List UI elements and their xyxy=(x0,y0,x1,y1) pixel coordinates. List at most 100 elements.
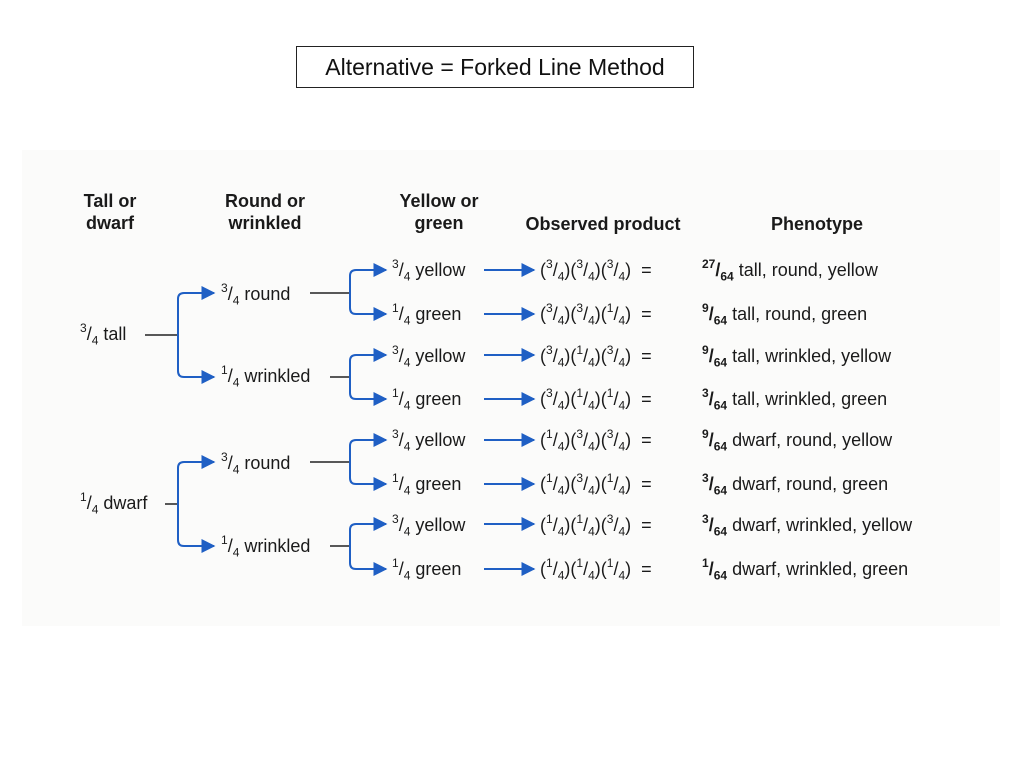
frac-den: 4 xyxy=(91,502,99,517)
header-phenotype: Phenotype xyxy=(770,214,863,234)
phenotype-label: tall, round, green xyxy=(732,304,868,324)
frac-den: 4 xyxy=(588,269,595,284)
frac-den: 4 xyxy=(618,398,626,413)
frac-num: 1 xyxy=(392,386,399,400)
frac-den: 64 xyxy=(713,483,728,498)
frac-num: 1 xyxy=(576,343,584,357)
frac-num: 3 xyxy=(702,471,709,485)
branch-arrow xyxy=(349,348,388,377)
header-line: dwarf xyxy=(85,213,134,233)
header-line: Yellow or xyxy=(399,191,479,211)
frac-den: 4 xyxy=(588,313,595,328)
frac-den: 4 xyxy=(557,439,565,454)
frac-den: 64 xyxy=(713,568,728,583)
equals-sign: = xyxy=(641,346,652,366)
phenotype-label: dwarf, wrinkled, yellow xyxy=(732,515,913,535)
phenotype: 3/64 tall, wrinkled, green xyxy=(702,386,888,413)
node-label: dwarf xyxy=(103,493,148,513)
page-title: Alternative = Forked Line Method xyxy=(296,46,694,88)
frac-num: 1 xyxy=(576,386,584,400)
observed-product: (1/4)(3/4)(3/4) = xyxy=(540,427,652,454)
frac-num: 1 xyxy=(606,301,614,315)
frac-num: 1 xyxy=(546,427,553,441)
phenotype-label: tall, wrinkled, yellow xyxy=(732,346,892,366)
frac-den: 4 xyxy=(618,439,626,454)
node-yellow: 3/4 yellow xyxy=(392,512,466,539)
frac-den: 4 xyxy=(232,462,240,477)
frac-den: 4 xyxy=(403,524,411,539)
observed-product: (3/4)(1/4)(1/4) = xyxy=(540,386,652,413)
frac-den: 4 xyxy=(403,313,411,328)
frac-num: 3 xyxy=(702,512,709,526)
equals-sign: = xyxy=(641,260,652,280)
branch-arrow xyxy=(349,433,388,462)
node-label: wrinkled xyxy=(244,366,311,386)
frac-num: 3 xyxy=(392,343,399,357)
frac-num: 1 xyxy=(546,556,553,570)
frac-num: 3 xyxy=(606,427,614,441)
node-green: 1/4 green xyxy=(392,471,462,498)
node-green: 1/4 green xyxy=(392,301,462,328)
frac-den: 4 xyxy=(232,293,240,308)
equals-sign: = xyxy=(641,304,652,324)
frac-num: 3 xyxy=(392,427,399,441)
frac-den: 64 xyxy=(713,398,728,413)
node-label: round xyxy=(244,453,291,473)
frac-den: 4 xyxy=(588,483,595,498)
equals-sign: = xyxy=(641,515,652,535)
frac-den: 4 xyxy=(618,483,626,498)
frac-num: 1 xyxy=(221,533,228,547)
frac-den: 4 xyxy=(588,355,595,370)
frac-num: 3 xyxy=(606,343,614,357)
frac-num: 1 xyxy=(80,490,87,504)
frac-den: 64 xyxy=(713,313,728,328)
frac-den: 4 xyxy=(618,355,626,370)
phenotype-label: tall, round, yellow xyxy=(738,260,878,280)
equals-sign: = xyxy=(641,559,652,579)
frac-den: 64 xyxy=(713,355,728,370)
observed-product: (3/4)(3/4)(3/4) = xyxy=(540,257,652,284)
node-round: 3/4 round xyxy=(221,450,291,477)
frac-num: 3 xyxy=(392,257,399,271)
frac-num: 9 xyxy=(702,343,709,357)
phenotype-label: tall, wrinkled, green xyxy=(732,389,888,409)
node-label: yellow xyxy=(415,430,466,450)
observed-product: (3/4)(1/4)(3/4) = xyxy=(540,343,652,370)
frac-num: 1 xyxy=(392,556,399,570)
frac-den: 64 xyxy=(713,524,728,539)
branch-arrow xyxy=(177,455,216,504)
frac-num: 3 xyxy=(546,257,553,271)
node-label: green xyxy=(415,304,462,324)
observed-product: (1/4)(3/4)(1/4) = xyxy=(540,471,652,498)
equals-sign: = xyxy=(641,430,652,450)
node-yellow: 3/4 yellow xyxy=(392,257,466,284)
frac-den: 4 xyxy=(232,545,240,560)
header-line: green xyxy=(414,213,464,233)
node-label: yellow xyxy=(415,515,466,535)
frac-den: 64 xyxy=(713,439,728,454)
branch-arrow xyxy=(349,462,388,491)
observed-product: (3/4)(3/4)(1/4) = xyxy=(540,301,652,328)
node-label: tall xyxy=(103,324,127,344)
frac-den: 4 xyxy=(588,439,595,454)
frac-num: 3 xyxy=(221,450,228,464)
phenotype: 3/64 dwarf, round, green xyxy=(702,471,889,498)
frac-den: 4 xyxy=(588,568,595,583)
frac-num: 1 xyxy=(392,301,399,315)
frac-den: 4 xyxy=(618,524,626,539)
node-label: wrinkled xyxy=(244,536,311,556)
header-tall-or-dwarf: Tall or dwarf xyxy=(62,190,158,234)
frac-num: 1 xyxy=(606,386,614,400)
node-label: green xyxy=(415,389,462,409)
frac-den: 4 xyxy=(403,568,411,583)
branch-arrow xyxy=(349,546,388,576)
header-line: wrinkled xyxy=(228,213,302,233)
node-wrinkled: 1/4 wrinkled xyxy=(221,363,311,390)
frac-num: 3 xyxy=(392,512,399,526)
frac-den: 4 xyxy=(232,375,240,390)
frac-num: 3 xyxy=(221,281,228,295)
frac-den: 4 xyxy=(618,313,626,328)
frac-den: 4 xyxy=(588,398,595,413)
branch-arrow xyxy=(349,517,388,546)
frac-num: 3 xyxy=(546,386,553,400)
